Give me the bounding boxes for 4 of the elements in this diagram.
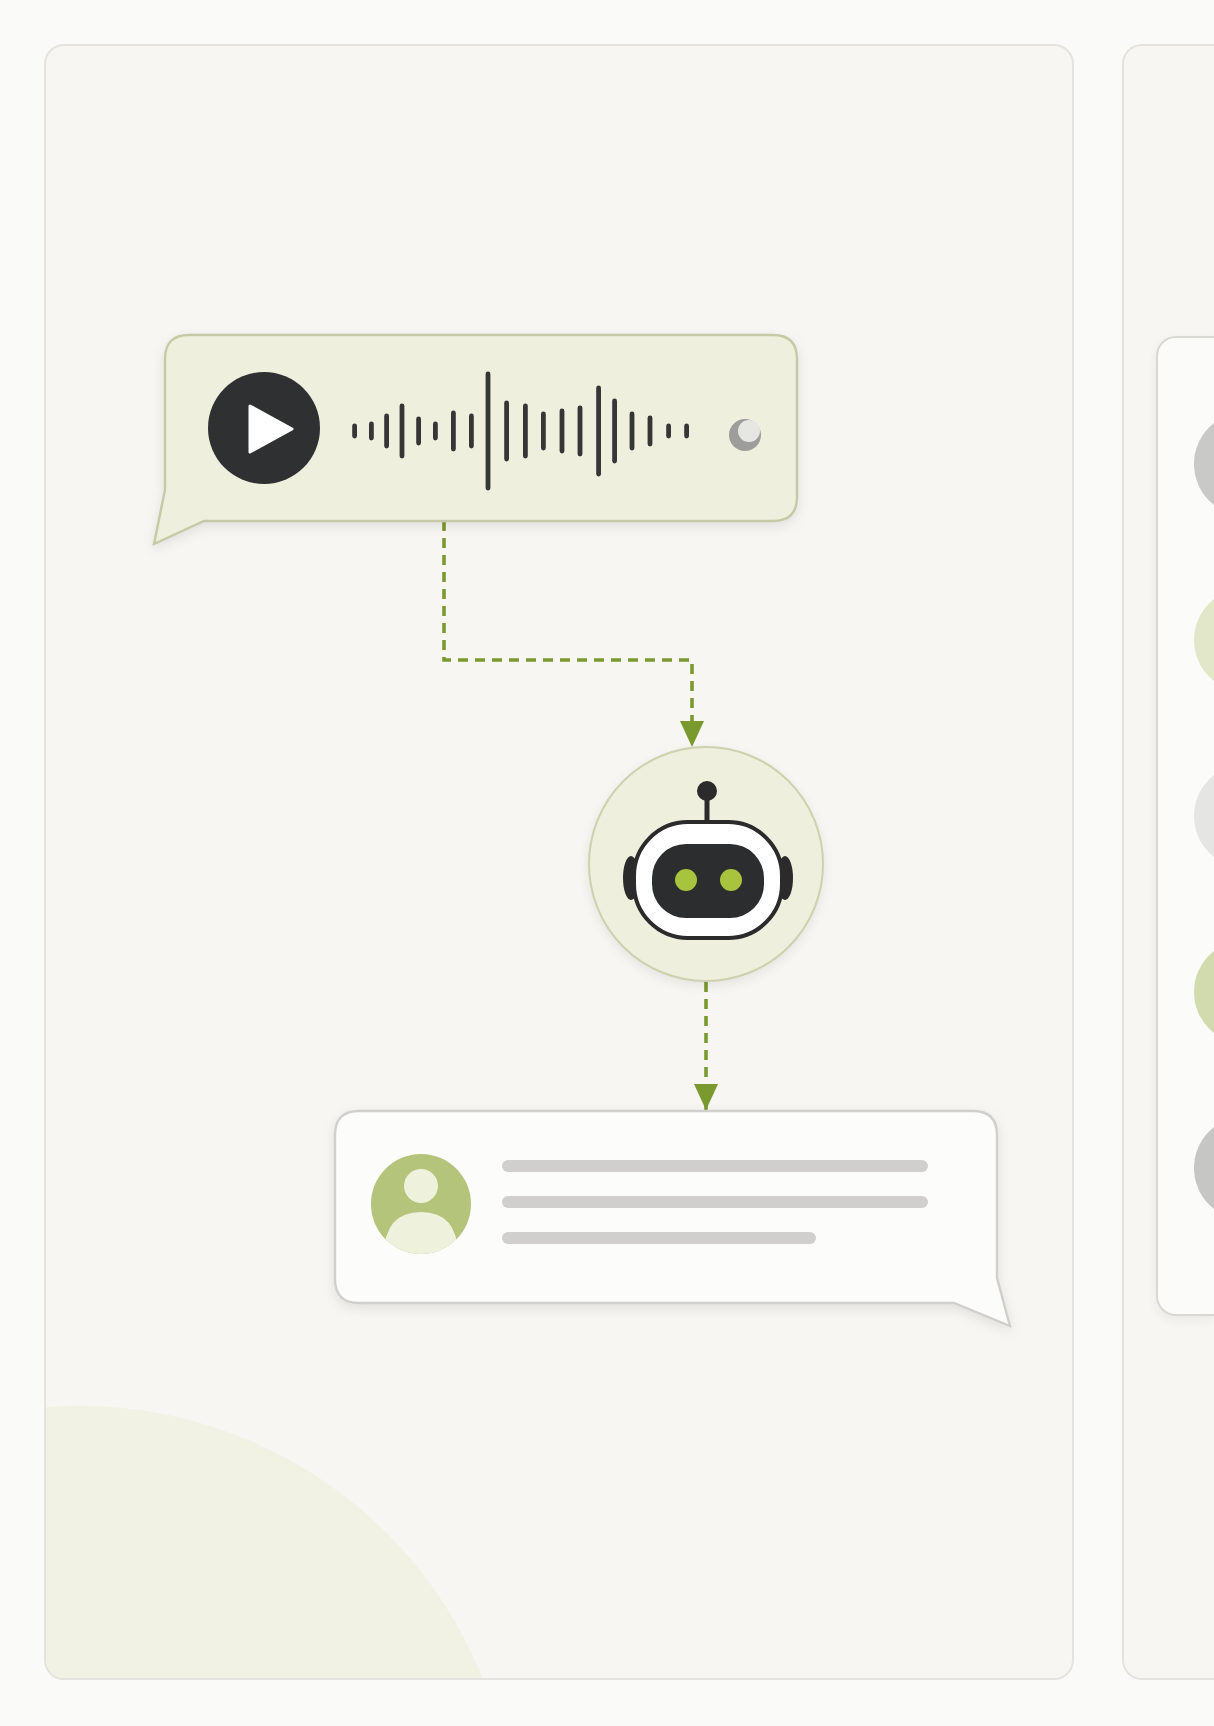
reply-message-bubble bbox=[334, 1110, 1012, 1328]
dashed-arrow bbox=[694, 982, 718, 1110]
voice-message-bubble bbox=[152, 334, 798, 546]
dashed-arrow bbox=[442, 521, 704, 747]
